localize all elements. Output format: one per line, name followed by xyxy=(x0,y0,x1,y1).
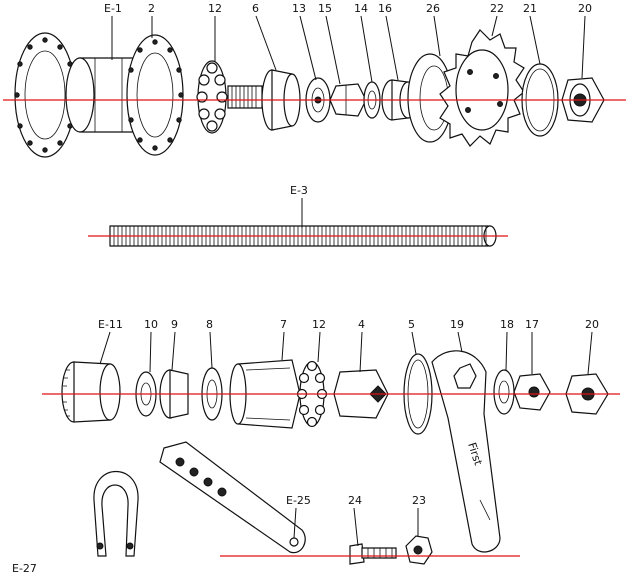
label-21: 21 xyxy=(523,2,537,15)
hex-nut-part xyxy=(405,535,433,565)
label-e3: E-3 xyxy=(290,184,308,197)
label-18: 18 xyxy=(500,318,514,331)
label-e1: E-1 xyxy=(104,2,122,15)
label-16: 16 xyxy=(378,2,392,15)
threaded-shaft-part xyxy=(227,85,263,109)
clamp-part xyxy=(93,470,139,557)
label-15: 15 xyxy=(318,2,332,15)
washer-part xyxy=(493,369,515,415)
label-10: 10 xyxy=(144,318,158,331)
label-7: 7 xyxy=(280,318,287,331)
knurled-cap-part xyxy=(61,361,121,423)
bolt-part xyxy=(349,543,397,565)
tensioner-arm-part: First xyxy=(431,350,501,553)
label-22: 22 xyxy=(490,2,504,15)
label-6: 6 xyxy=(252,2,259,15)
label-14: 14 xyxy=(354,2,368,15)
part-labels: E-1 2 12 6 13 15 14 16 26 22 21 20 E-3 E… xyxy=(12,2,599,575)
sprocket-part xyxy=(439,29,525,147)
label-12-mid: 12 xyxy=(312,318,326,331)
hex-nut-part xyxy=(513,373,551,411)
label-8: 8 xyxy=(206,318,213,331)
label-12-top: 12 xyxy=(208,2,222,15)
label-5: 5 xyxy=(408,318,415,331)
link-bar-part xyxy=(159,441,306,554)
label-19: 19 xyxy=(450,318,464,331)
label-e27: E-27 xyxy=(12,562,37,575)
label-23: 23 xyxy=(412,494,426,507)
label-20-mid: 20 xyxy=(585,318,599,331)
row-axle xyxy=(88,225,508,247)
label-20-top: 20 xyxy=(578,2,592,15)
row-tensioner-assembly: First xyxy=(42,350,620,553)
row-lower-parts xyxy=(93,441,520,565)
row-hub-assembly xyxy=(3,29,626,158)
bearing-part xyxy=(196,60,228,134)
label-e25: E-25 xyxy=(286,494,311,507)
label-4: 4 xyxy=(358,318,365,331)
label-13: 13 xyxy=(292,2,306,15)
leader-lines xyxy=(99,15,593,547)
label-17: 17 xyxy=(525,318,539,331)
label-24: 24 xyxy=(348,494,362,507)
label-9: 9 xyxy=(171,318,178,331)
label-e11: E-11 xyxy=(98,318,123,331)
label-26: 26 xyxy=(426,2,440,15)
hub-body-part xyxy=(14,32,141,158)
label-2: 2 xyxy=(148,2,155,15)
flange-part xyxy=(126,34,184,156)
